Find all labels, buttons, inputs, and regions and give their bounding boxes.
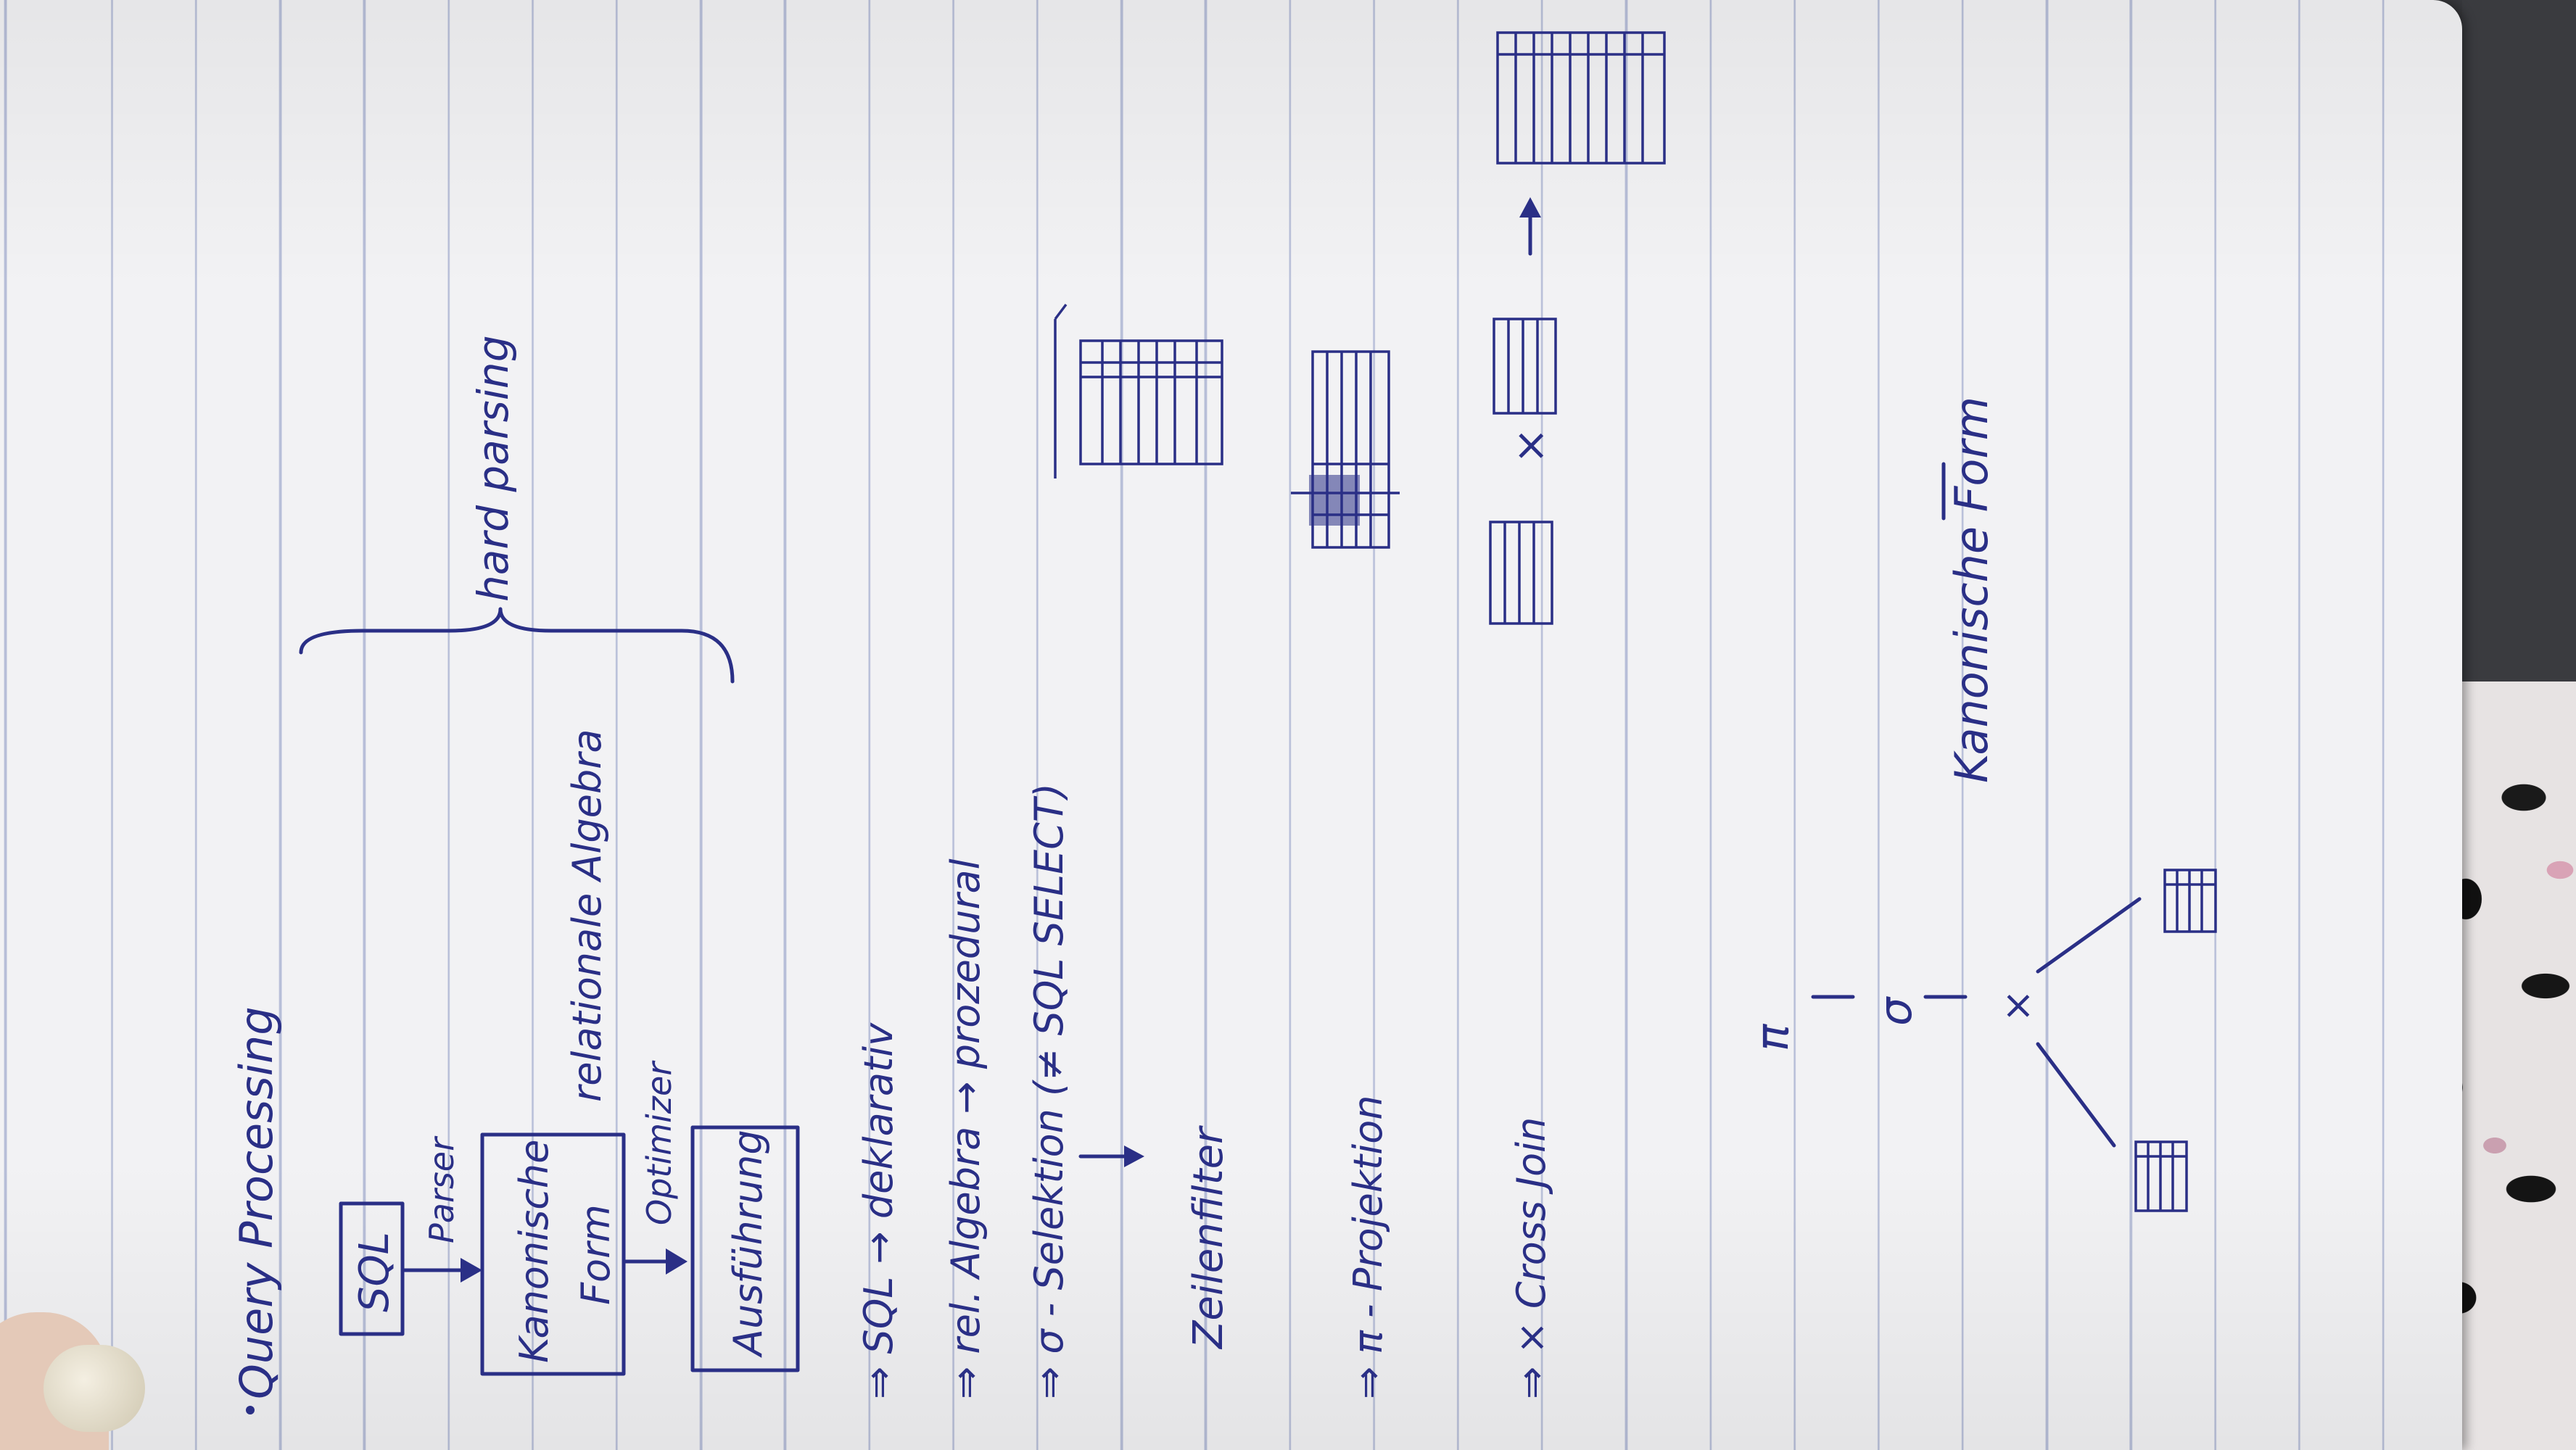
note-projektion: ⇒ π - Projektion xyxy=(1345,1095,1391,1399)
note-rel-algebra: ⇒ rel. Algebra → prozedural xyxy=(943,858,988,1399)
kanonische-label: Kanonische xyxy=(511,1140,557,1363)
note-cross-join: ⇒ × Cross Join xyxy=(1508,1117,1554,1399)
tree-leaf-table-left xyxy=(2134,1140,2188,1212)
cross-join-table-left xyxy=(1489,521,1553,625)
cross-join-table-right xyxy=(1493,318,1557,415)
ausfuehrung-label: Ausführung xyxy=(725,1130,771,1358)
hard-parsing-label: hard parsing xyxy=(468,335,518,602)
tree-edge-left xyxy=(2036,1042,2116,1148)
optimizer-label: Optimizer xyxy=(640,1060,679,1225)
kanonische-form-box xyxy=(480,1132,626,1376)
arrow-head xyxy=(461,1258,482,1283)
tree-leaf-table-right xyxy=(2163,869,2217,933)
note-sql-deklarativ: ⇒ SQL → deklarativ xyxy=(856,1022,901,1399)
projection-table-sketch xyxy=(1291,350,1400,549)
arrow-head xyxy=(1124,1146,1144,1167)
form-label: Form xyxy=(573,1204,619,1305)
tree-sigma: σ xyxy=(1869,996,1922,1026)
relationale-algebra-label: relationale Algebra xyxy=(564,729,610,1102)
tree-cross: × xyxy=(1994,990,2040,1022)
sql-label: SQL xyxy=(351,1232,398,1312)
cross-join-result-table xyxy=(1496,31,1666,165)
kanonische-form-title: Kanonische Form xyxy=(1945,397,1998,783)
arrow-head xyxy=(666,1248,688,1275)
brace xyxy=(299,607,735,684)
arrow-head xyxy=(1519,197,1541,218)
cross-join-times: × xyxy=(1505,428,1556,464)
tree-edge-right xyxy=(2036,897,2142,974)
notebook-page xyxy=(0,0,2462,1450)
fingernail xyxy=(44,1345,145,1432)
note-selektion: ⇒ σ - Selektion (≠ SQL SELECT) xyxy=(1026,783,1072,1399)
tree-pi: π xyxy=(1746,1023,1799,1051)
page-title: Query Processing xyxy=(230,1006,283,1399)
ausfuehrung-box xyxy=(690,1125,800,1372)
parser-label: Parser xyxy=(422,1135,461,1243)
selection-table-sketch xyxy=(1054,303,1223,478)
note-zeilenfilter: Zeilenfilter xyxy=(1185,1125,1232,1350)
